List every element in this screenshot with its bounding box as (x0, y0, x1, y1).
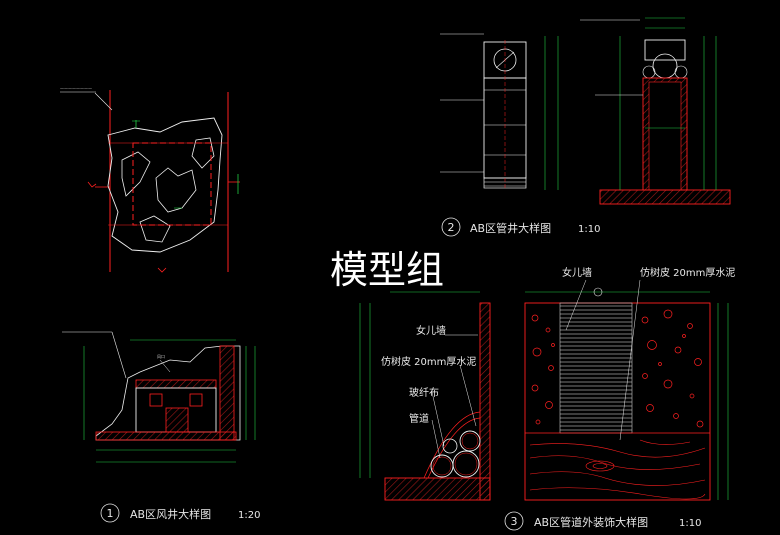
watermark-text: 模型组 (330, 248, 444, 292)
drawing1-scale: 1:20 (238, 510, 260, 521)
label-fangshupi-left: 仿树皮 20mm厚水泥 (381, 355, 476, 368)
svg-text:————————: ———————— (60, 86, 92, 91)
concrete-dots-right (641, 309, 704, 428)
fengkou-label: 风口 (157, 354, 165, 359)
drawing1-elevation: 风口 (62, 331, 256, 463)
drawing2-front-elevation (440, 33, 559, 190)
wood-grain (529, 439, 706, 500)
drawing1-title: AB区风井大样图 (130, 507, 211, 521)
label-fangshupi-right: 仿树皮 20mm厚水泥 (640, 266, 735, 279)
drawing3-title: AB区管道外装饰大样图 (534, 515, 648, 529)
drawing3-elevation: 女儿墙 仿树皮 20mm厚水泥 (524, 266, 735, 501)
drawing3-section: 女儿墙 仿树皮 20mm厚水泥 玻纤布 管道 (359, 291, 491, 501)
drawing3-number: 3 (511, 515, 518, 528)
drawing1-plan: ———————— (60, 86, 240, 273)
drawing2-title: AB区管井大样图 (470, 221, 551, 235)
concrete-dots-left (531, 314, 555, 425)
drawing2-title-block: 2 AB区管井大样图 1:10 (441, 217, 600, 237)
drawing3-title-block: 3 AB区管道外装饰大样图 1:10 (504, 511, 701, 531)
label-guandao: 管道 (409, 412, 429, 425)
label-nv-qiang-right: 女儿墙 (562, 266, 592, 279)
drawing1-number: 1 (107, 507, 114, 520)
drawing2-section (580, 17, 731, 205)
label-nv-qiang-left: 女儿墙 (416, 324, 446, 337)
drawing2-scale: 1:10 (578, 224, 600, 235)
drawing2-number: 2 (448, 221, 455, 234)
drawing3-scale: 1:10 (679, 518, 701, 529)
label-xianwei-bu: 玻纤布 (409, 386, 439, 399)
drawing1-title-block: 1 AB区风井大样图 1:20 (100, 503, 260, 523)
